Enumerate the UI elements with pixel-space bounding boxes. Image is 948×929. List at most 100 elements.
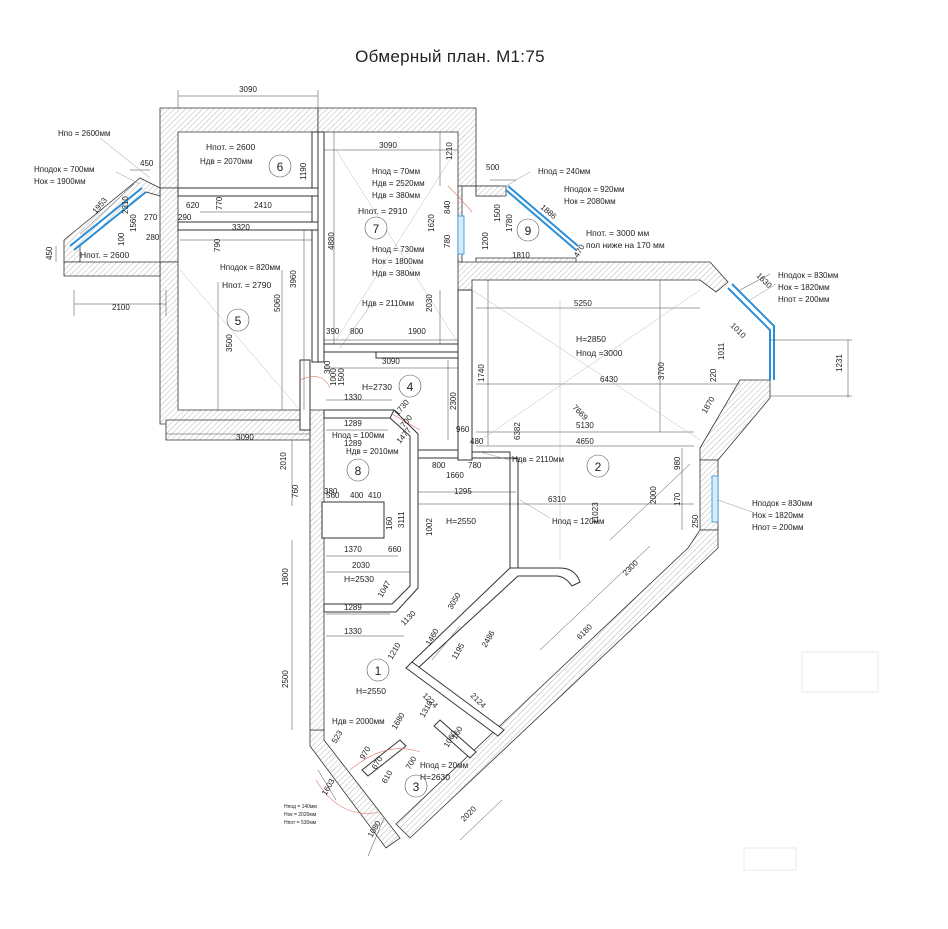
note-hdv-2070: Hдв = 2070мм (200, 157, 253, 166)
svg-text:800: 800 (350, 327, 364, 336)
room-8-height: H=2530 (344, 574, 374, 584)
room-6-height: Hпот. = 2600 (206, 142, 255, 152)
svg-text:290: 290 (178, 213, 192, 222)
svg-text:2020: 2020 (459, 804, 478, 823)
svg-text:760: 760 (291, 484, 300, 498)
svg-text:1210: 1210 (445, 142, 454, 160)
svg-text:1210: 1210 (386, 641, 403, 661)
note-hok-1820-a: Hок = 1820мм (778, 283, 830, 292)
svg-text:1886: 1886 (539, 203, 559, 222)
svg-text:1330: 1330 (344, 393, 362, 402)
svg-text:1780: 1780 (505, 214, 514, 232)
room-3-marker (404, 774, 428, 798)
svg-text:280: 280 (146, 233, 160, 242)
room-9-number: 9 (525, 224, 532, 238)
svg-text:3090: 3090 (379, 141, 397, 150)
svg-text:2100: 2100 (112, 303, 130, 312)
svg-text:3090: 3090 (236, 433, 254, 442)
room-markers: 1 2 3 4 5 6 7 8 9 (226, 154, 610, 798)
svg-text:960: 960 (456, 425, 470, 434)
room-6-marker (268, 154, 292, 178)
svg-text:2500: 2500 (281, 670, 290, 688)
svg-text:700: 700 (404, 754, 419, 771)
room-9-marker (516, 218, 540, 242)
svg-text:980: 980 (673, 456, 682, 470)
svg-text:2410: 2410 (254, 201, 272, 210)
svg-text:7669: 7669 (571, 403, 590, 422)
svg-text:500: 500 (486, 163, 500, 172)
svg-text:780: 780 (443, 234, 452, 248)
note-hok-1800: Hок = 1800мм (372, 257, 424, 266)
note-hdv-2000: Hдв = 2000мм (332, 717, 385, 726)
plan-title: Обмерный план. М1:75 (355, 47, 545, 66)
svg-text:5060: 5060 (273, 294, 282, 312)
room-2-height: H=2850 (576, 334, 606, 344)
window-room2-right (711, 475, 719, 523)
room-4-number: 4 (407, 380, 414, 394)
note-hpod-20: Hпод = 20мм (420, 761, 468, 770)
svg-text:470: 470 (572, 242, 587, 259)
room-heights: H=2550 H=2850 Hпод =3000 H=2630 H=2730 H… (206, 142, 649, 782)
room-7-marker (364, 216, 388, 240)
room-9-height: Hпот. = 3000 мм (586, 228, 649, 238)
svg-text:1130: 1130 (399, 608, 418, 627)
svg-text:970: 970 (358, 744, 373, 761)
room-6-number: 6 (277, 160, 284, 174)
note-hpod-120: Hпод = 120мм (552, 517, 605, 526)
svg-text:5250: 5250 (574, 299, 592, 308)
note-hpod-70: Hпод = 70мм (372, 167, 420, 176)
room-8-marker (346, 458, 370, 482)
svg-text:250: 250 (691, 514, 700, 528)
note-hdv-380b: Hдв = 380мм (372, 269, 420, 278)
room-5-height: Hпот. = 2790 (222, 280, 271, 290)
outer-walls (63, 107, 771, 849)
svg-text:2310: 2310 (121, 196, 130, 214)
svg-text:300: 300 (323, 360, 332, 374)
svg-text:410: 410 (368, 491, 382, 500)
svg-text:770: 770 (215, 196, 224, 210)
room-1-marker (366, 658, 390, 682)
svg-text:2010: 2010 (279, 452, 288, 470)
note-hpodok-820: Hподок = 820мм (220, 263, 280, 272)
svg-text:1047: 1047 (376, 579, 393, 599)
note-hok-1900: Hок = 1900мм (34, 177, 86, 186)
note-hpod-730: Hпод = 730мм (372, 245, 425, 254)
svg-text:1730: 1730 (393, 397, 412, 417)
svg-text:1603: 1603 (320, 777, 337, 797)
dimension-lines (55, 90, 852, 857)
notes: Hпо = 2600мм Hподок = 700мм Hок = 1900мм… (34, 129, 838, 826)
svg-text:2030: 2030 (352, 561, 370, 570)
note-hpodok-830-a: Hподок = 830мм (778, 271, 838, 280)
room-1-height: H=2550 (356, 686, 386, 696)
svg-text:1560: 1560 (129, 214, 138, 232)
svg-text:3700: 3700 (657, 362, 666, 380)
svg-text:2300: 2300 (449, 392, 458, 410)
svg-text:560: 560 (326, 491, 340, 500)
svg-text:480: 480 (470, 437, 484, 446)
svg-text:1011: 1011 (717, 342, 726, 360)
svg-text:2300: 2300 (621, 558, 640, 577)
room-7-height: Hпот. = 2910 (358, 206, 407, 216)
window-room5 (69, 187, 143, 247)
room-8-number: 8 (355, 464, 362, 478)
svg-text:4650: 4650 (576, 437, 594, 446)
svg-text:790: 790 (213, 238, 222, 252)
note-hpot-200-a: Hпот = 200мм (778, 295, 830, 304)
note-hdv-2110-b: Hдв = 2110мм (512, 455, 564, 464)
svg-text:3111: 3111 (397, 511, 406, 528)
svg-text:1195: 1195 (450, 641, 467, 661)
svg-text:1289: 1289 (344, 603, 362, 612)
svg-text:450: 450 (45, 246, 54, 260)
note-floor-170: пол ниже на 170 мм (586, 240, 665, 250)
room-2-number: 2 (595, 460, 602, 474)
svg-text:610: 610 (380, 768, 395, 785)
internal-walls (177, 131, 581, 777)
window-room9 (505, 189, 577, 251)
svg-text:2030: 2030 (425, 294, 434, 312)
svg-text:1200: 1200 (481, 232, 490, 250)
svg-text:6180: 6180 (575, 622, 594, 641)
svg-text:160: 160 (385, 516, 394, 530)
note-small-3: Hпот = 530мм (284, 820, 317, 826)
svg-text:1800: 1800 (281, 568, 290, 586)
